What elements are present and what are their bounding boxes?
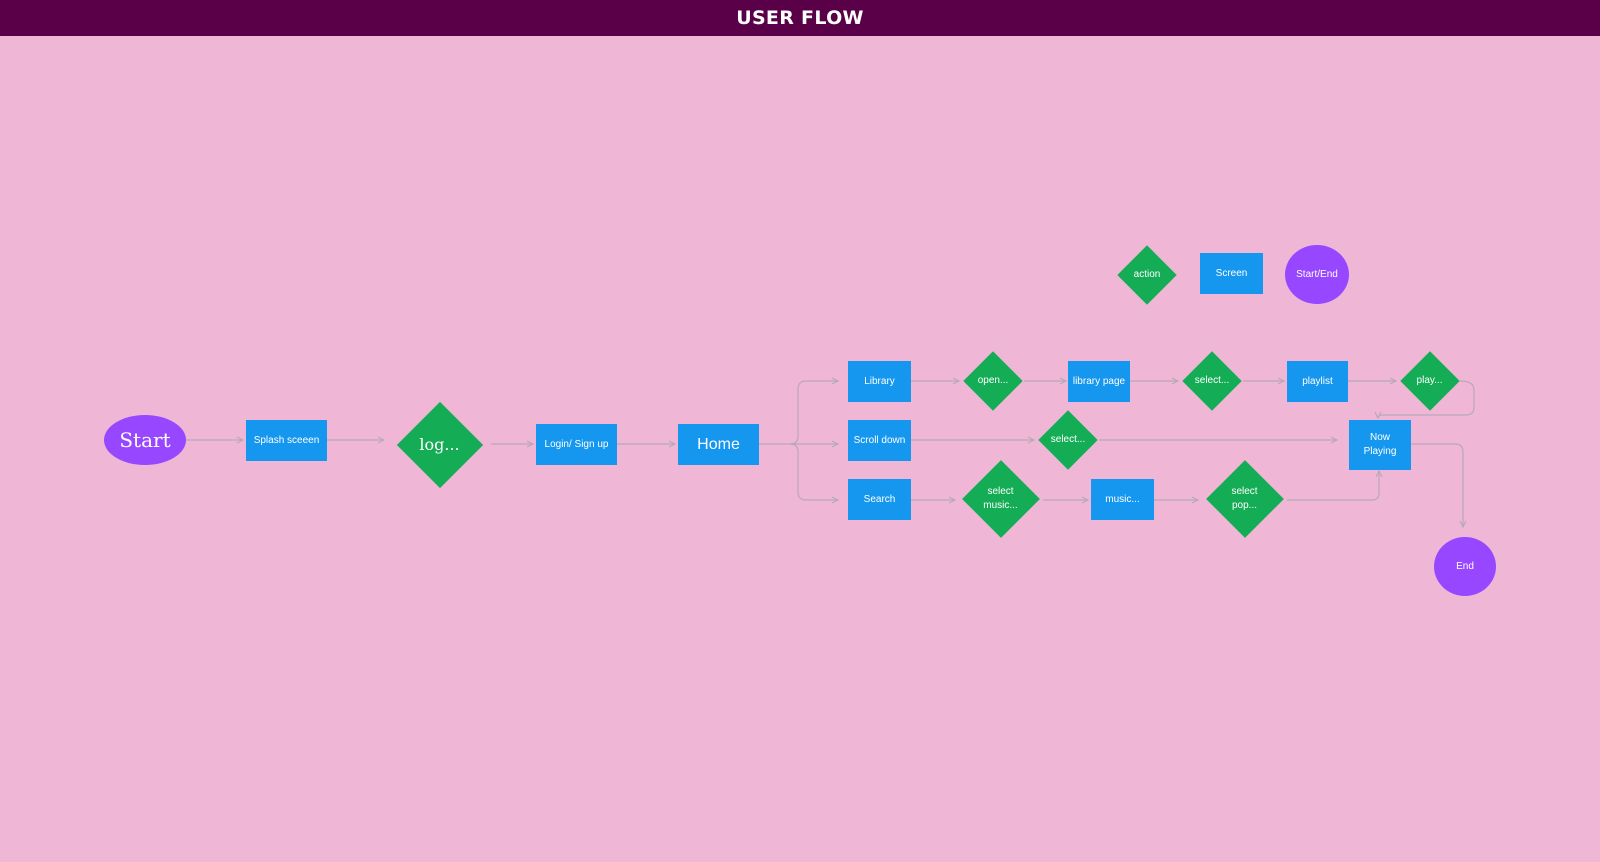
- playlist-label: playlist: [1302, 375, 1333, 387]
- library-page-label: library page: [1072, 375, 1126, 387]
- login-decision-label: log...: [419, 434, 460, 454]
- music-results-node[interactable]: music...: [1091, 479, 1154, 520]
- playlist-node[interactable]: playlist: [1287, 361, 1348, 402]
- play-label: play...: [1416, 375, 1443, 386]
- library-page-node[interactable]: library page: [1068, 361, 1130, 402]
- end-node[interactable]: End: [1434, 537, 1496, 596]
- legend-screen-label: Screen: [1215, 267, 1248, 279]
- legend-screen[interactable]: Screen: [1200, 253, 1263, 294]
- now-playing-label: Now Playing: [1363, 432, 1397, 457]
- open-library-node[interactable]: open...: [962, 351, 1024, 411]
- select-scroll-node[interactable]: select...: [1037, 410, 1099, 470]
- select-music-node[interactable]: select music...: [958, 460, 1043, 538]
- connector-nowplaying-end: [1411, 443, 1463, 527]
- music-results-label: music...: [1105, 493, 1140, 505]
- legend-terminal-label: Start/End: [1296, 269, 1338, 280]
- select-music-label: select music...: [983, 486, 1018, 511]
- connector-selectpop-nowplaying: [1287, 471, 1379, 501]
- login-signup-label: Login/ Sign up: [544, 438, 609, 450]
- search-node[interactable]: Search: [848, 479, 911, 520]
- legend-action-label: action: [1133, 269, 1161, 280]
- login-decision-node[interactable]: log...: [388, 401, 491, 488]
- library-node[interactable]: Library: [848, 361, 911, 402]
- connector-play-nowplaying: [1378, 380, 1475, 418]
- start-node[interactable]: Start: [104, 415, 186, 465]
- now-playing-node[interactable]: Now Playing: [1349, 420, 1411, 470]
- connector-home-library: [759, 381, 838, 445]
- select-pop-node[interactable]: select pop...: [1202, 460, 1287, 538]
- connector-home-search: [789, 443, 838, 500]
- start-label: Start: [119, 428, 171, 452]
- select-pop-label: select pop...: [1231, 486, 1258, 511]
- end-label: End: [1456, 561, 1474, 572]
- page-header: USER FLOW: [0, 0, 1600, 36]
- home-node[interactable]: Home: [678, 424, 759, 465]
- library-label: Library: [864, 375, 895, 387]
- login-signup-node[interactable]: Login/ Sign up: [536, 424, 617, 465]
- home-label: Home: [697, 435, 740, 453]
- play-node[interactable]: play...: [1399, 351, 1460, 411]
- page-title: USER FLOW: [736, 7, 864, 29]
- scroll-down-node[interactable]: Scroll down: [848, 420, 911, 461]
- splash-screen-label: Splash sceeen: [253, 434, 320, 446]
- select-playlist-node[interactable]: select...: [1181, 351, 1243, 411]
- open-library-label: open...: [977, 375, 1009, 386]
- select-playlist-label: select...: [1194, 375, 1230, 386]
- search-label: Search: [863, 493, 896, 505]
- legend-action[interactable]: action: [1115, 245, 1179, 305]
- legend-terminal[interactable]: Start/End: [1285, 245, 1349, 304]
- select-scroll-label: select...: [1050, 434, 1086, 445]
- splash-screen-node[interactable]: Splash sceeen: [246, 420, 327, 461]
- scroll-down-label: Scroll down: [853, 434, 906, 446]
